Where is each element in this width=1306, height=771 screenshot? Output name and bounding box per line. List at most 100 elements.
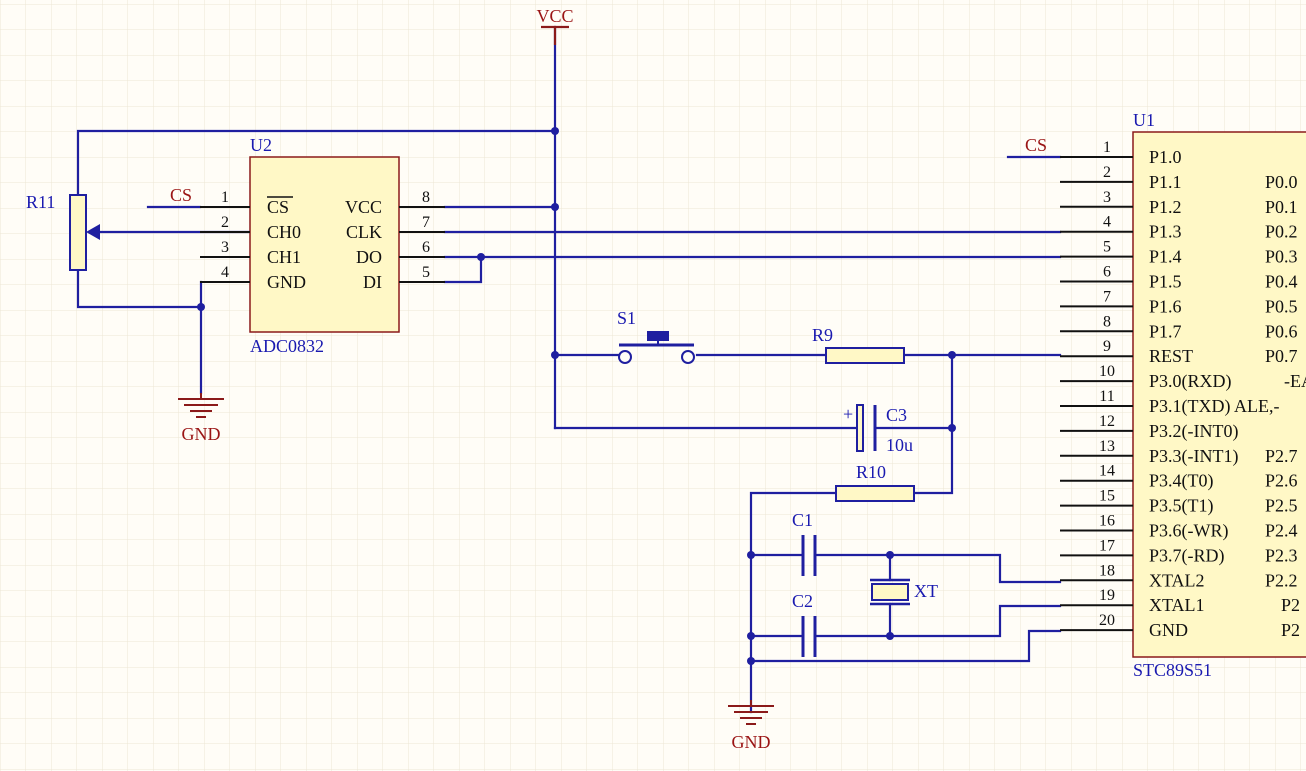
u1-pin-number: 4 bbox=[1103, 214, 1111, 231]
u1-pin-number: 10 bbox=[1099, 363, 1115, 380]
u2-pin-name: DO bbox=[356, 247, 382, 267]
wire-r11-gnd bbox=[76, 268, 203, 395]
u1-pin-number: 18 bbox=[1099, 562, 1115, 579]
u1-pin-name-right: P2 bbox=[1281, 620, 1300, 640]
wire-c1-right bbox=[813, 553, 1062, 584]
u2-pin-number: 6 bbox=[422, 239, 430, 256]
u2-pin-number: 2 bbox=[221, 214, 229, 231]
junction bbox=[948, 424, 956, 432]
u2-pin-name: CH1 bbox=[267, 247, 301, 267]
wire-vcc-r11 bbox=[76, 129, 557, 197]
wires bbox=[76, 25, 1062, 714]
junction bbox=[948, 351, 956, 359]
crystal-xt bbox=[870, 578, 910, 606]
u1-pin-number: 11 bbox=[1099, 388, 1114, 405]
u1-pin-name: P1.0 bbox=[1149, 147, 1182, 167]
u1-pin-name-right: P0.1 bbox=[1265, 197, 1298, 217]
capacitor-c2 bbox=[801, 616, 817, 657]
u1-pin-number: 12 bbox=[1099, 413, 1115, 430]
c1-designator: C1 bbox=[792, 510, 813, 530]
u1-pin-number: 19 bbox=[1099, 587, 1115, 604]
u1-pin-number: 15 bbox=[1099, 488, 1115, 505]
u1-pin-name: P1.5 bbox=[1149, 272, 1182, 292]
u1-pin-name-right: P0.5 bbox=[1265, 296, 1298, 316]
u1-pin-name: XTAL1 bbox=[1149, 595, 1205, 615]
u1-pin-name-right: P0.2 bbox=[1265, 222, 1298, 242]
u1-body bbox=[1132, 131, 1306, 658]
u1-designator: U1 bbox=[1133, 110, 1155, 130]
junction bbox=[551, 127, 559, 135]
junction bbox=[747, 632, 755, 640]
junction bbox=[551, 203, 559, 211]
u1-pin-name-right: P2 bbox=[1281, 595, 1300, 615]
c3-value: 10u bbox=[886, 435, 913, 455]
u1-pin-name: P3.2(-INT0) bbox=[1149, 421, 1238, 442]
c3-designator: C3 bbox=[886, 405, 907, 425]
capacitor-c1 bbox=[801, 535, 817, 576]
u1-pin-number: 17 bbox=[1099, 537, 1115, 554]
junction bbox=[747, 551, 755, 559]
u2-pin-number: 8 bbox=[422, 189, 430, 206]
u1-pin-number: 16 bbox=[1099, 513, 1115, 530]
junction bbox=[477, 253, 485, 261]
u1-pin-name-right: P0.7 bbox=[1265, 346, 1298, 366]
u1-pin-name: XTAL2 bbox=[1149, 570, 1205, 590]
u1-pin-number: 3 bbox=[1103, 189, 1111, 206]
u2-pin-number: 4 bbox=[221, 264, 229, 281]
xt-designator: XT bbox=[914, 581, 938, 601]
gnd-label-bottom: GND bbox=[732, 732, 771, 752]
wire-c2-right bbox=[813, 604, 1062, 638]
u2-pin-name: CLK bbox=[346, 222, 382, 242]
capacitor-c3 bbox=[856, 404, 877, 452]
u1-pin-name: P1.4 bbox=[1149, 247, 1182, 267]
u1-pin-name-right: ALE,- bbox=[1234, 396, 1279, 416]
gnd-port-left bbox=[178, 393, 224, 418]
u2-pin-number: 5 bbox=[422, 264, 430, 281]
u1-pin-number: 9 bbox=[1103, 338, 1111, 355]
u1-pin-number: 2 bbox=[1103, 164, 1111, 181]
u1-pin-name: P3.6(-WR) bbox=[1149, 521, 1229, 542]
wire-di bbox=[443, 255, 483, 284]
u1-pin-name-right: P2.4 bbox=[1265, 521, 1298, 541]
pushbutton-s1 bbox=[618, 331, 695, 364]
u1-pin-number: 1 bbox=[1103, 139, 1111, 156]
u1-pin-number: 5 bbox=[1103, 239, 1111, 256]
u1-pin-name: P1.1 bbox=[1149, 172, 1182, 192]
u2-pin-number: 7 bbox=[422, 214, 430, 231]
u1-part: STC89S51 bbox=[1133, 660, 1212, 680]
u1-pin-name-right: P2.3 bbox=[1265, 545, 1298, 565]
u1-pin-number: 14 bbox=[1099, 463, 1115, 480]
u1-pin-name-right: P2.5 bbox=[1265, 496, 1298, 516]
u2-pin-name: GND bbox=[267, 272, 306, 292]
u1-pin-name: P3.7(-RD) bbox=[1149, 545, 1225, 566]
u1-pin-name-right: P2.7 bbox=[1265, 446, 1298, 466]
wire-gnd-return bbox=[749, 629, 1062, 663]
u1-pin-name-right: P0.4 bbox=[1265, 272, 1298, 292]
u2-designator: U2 bbox=[250, 135, 272, 155]
u2-pin-name: CH0 bbox=[267, 222, 301, 242]
u1-pin-number: 13 bbox=[1099, 438, 1115, 455]
u1-pin-number: 6 bbox=[1103, 264, 1111, 281]
junction bbox=[551, 351, 559, 359]
u2-body bbox=[249, 156, 400, 333]
resistor-r10 bbox=[835, 485, 915, 502]
u1-pin-name: P3.4(T0) bbox=[1149, 471, 1214, 492]
junction bbox=[886, 551, 894, 559]
wire-rest-node-down bbox=[912, 353, 954, 495]
u1-pin-name: P1.7 bbox=[1149, 321, 1182, 341]
u1-pin-name-right: P2.6 bbox=[1265, 471, 1298, 491]
potentiometer-r11 bbox=[69, 194, 100, 271]
u1-pin-name-right: -EA bbox=[1284, 371, 1306, 391]
u1-pin-name: P3.0(RXD) bbox=[1149, 371, 1232, 392]
u1-pin-name: P1.3 bbox=[1149, 222, 1182, 242]
cs-net-label-u1: CS bbox=[1025, 135, 1047, 155]
junctions bbox=[197, 127, 956, 665]
u1-pin-number: 7 bbox=[1103, 288, 1111, 305]
u2-pin-name: VCC bbox=[345, 197, 382, 217]
c2-designator: C2 bbox=[792, 591, 813, 611]
junction bbox=[197, 303, 205, 311]
r10-designator: R10 bbox=[856, 462, 886, 482]
u1-pin-name: P3.3(-INT1) bbox=[1149, 446, 1238, 467]
